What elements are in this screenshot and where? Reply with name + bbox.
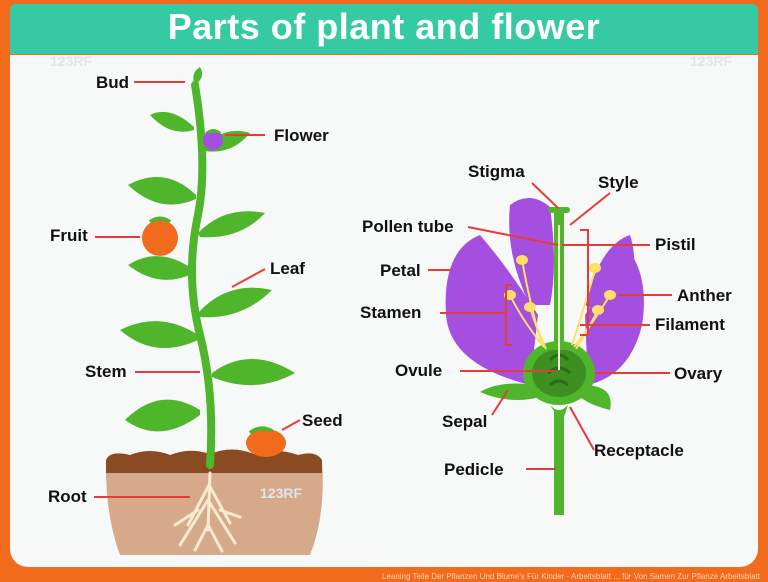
label-ovule: Ovule — [395, 361, 443, 380]
fruit — [142, 216, 178, 256]
label-anther: Anther — [677, 286, 732, 305]
label-stamen: Stamen — [360, 303, 422, 322]
leaves — [120, 67, 295, 432]
ovary — [523, 341, 595, 405]
plant-leader-lines — [94, 81, 301, 498]
flower-leader-lines — [428, 182, 672, 470]
watermark: 123RF — [50, 55, 93, 69]
watermark: 123RF — [690, 55, 733, 69]
label-filament: Filament — [655, 315, 725, 334]
label-petal: Petal — [380, 261, 421, 280]
label-root: Root — [48, 487, 87, 506]
label-pedicle: Pedicle — [444, 460, 504, 479]
seed-fruit — [246, 426, 286, 457]
petals — [445, 197, 644, 385]
label-seed: Seed — [302, 411, 343, 430]
root — [173, 471, 242, 553]
label-ovary: Ovary — [674, 364, 723, 383]
plant-flower-illustration — [94, 67, 672, 555]
label-stem: Stem — [85, 362, 127, 381]
label-pistil: Pistil — [655, 235, 696, 254]
watermark: 123RF — [260, 485, 303, 501]
label-flower: Flower — [274, 126, 329, 145]
anthers — [504, 255, 616, 315]
label-stigma: Stigma — [468, 162, 525, 181]
label-leaf: Leaf — [270, 259, 305, 278]
pistil-style — [548, 207, 570, 370]
stem — [188, 81, 216, 469]
diagram-panel: Bud Flower Fruit Leaf Stem Seed Root Sti… — [10, 55, 758, 567]
title-banner: Parts of plant and flower — [10, 4, 758, 54]
image-caption: Leaning Teile Der Pflanzen Und Blume's F… — [381, 572, 760, 581]
pedicle — [554, 410, 564, 515]
page-title: Parts of plant and flower — [167, 6, 601, 47]
label-sepal: Sepal — [442, 412, 488, 431]
label-receptacle: Receptacle — [594, 441, 684, 460]
label-pollen-tube: Pollen tube — [362, 217, 454, 236]
label-style: Style — [598, 173, 639, 192]
label-fruit: Fruit — [50, 226, 88, 245]
label-bud: Bud — [96, 73, 130, 92]
flower-bud — [203, 129, 223, 150]
